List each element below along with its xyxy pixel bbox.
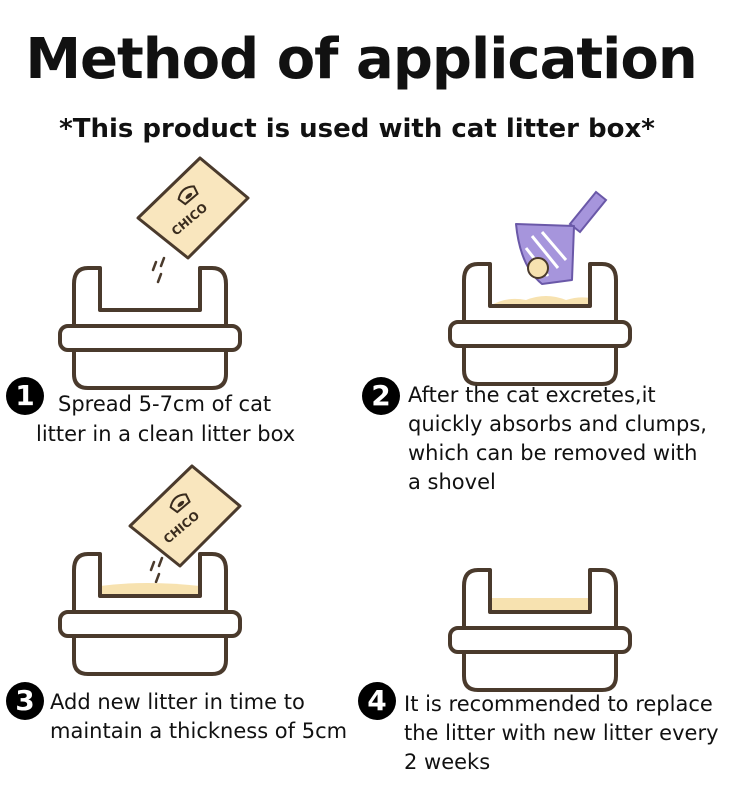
step-1-illustration: CHICO	[58, 156, 250, 390]
step-4-text-line-1: It is recommended to replace	[404, 692, 713, 716]
step-2-badge: 2	[362, 377, 400, 415]
step-2-text-line-2: quickly absorbs and clumps,	[408, 412, 707, 436]
step-1-text-line-1: Spread 5-7cm of cat	[58, 392, 272, 416]
litter-clump-icon	[527, 257, 549, 279]
step-2-text-line-3: which can be removed with	[408, 441, 698, 465]
litter-box-icon	[448, 568, 632, 692]
step-3-illustration: CHICO	[58, 464, 242, 676]
step-4-illustration	[448, 568, 632, 692]
litter-box-icon	[448, 262, 632, 386]
step-3-badge: 3	[6, 682, 44, 720]
page-title: Method of application	[25, 27, 697, 92]
step-2-illustration	[448, 190, 632, 386]
step-1-text-line-2: litter in a clean litter box	[36, 422, 296, 446]
pouring-litter-icon	[149, 556, 164, 584]
pouring-litter-icon	[151, 256, 166, 284]
litter-package-icon: CHICO	[128, 464, 242, 568]
step-4-badge: 4	[358, 682, 396, 720]
litter-package-icon: CHICO	[136, 156, 250, 260]
litter-box-icon	[58, 552, 242, 676]
step-1-badge: 1	[6, 377, 44, 415]
page-subtitle: *This product is used with cat litter bo…	[59, 114, 655, 144]
litter-box-icon	[58, 266, 242, 390]
scoop-icon	[515, 190, 608, 285]
step-3-text-line-1: Add new litter in time to	[50, 690, 305, 714]
step-2-text-line-4: a shovel	[408, 470, 496, 494]
step-4-text-line-3: 2 weeks	[404, 750, 491, 774]
step-4-text-line-2: the litter with new litter every	[404, 721, 719, 745]
step-3-text-line-2: maintain a thickness of 5cm	[50, 719, 348, 743]
step-2-text-line-1: After the cat excretes,it	[408, 383, 656, 407]
